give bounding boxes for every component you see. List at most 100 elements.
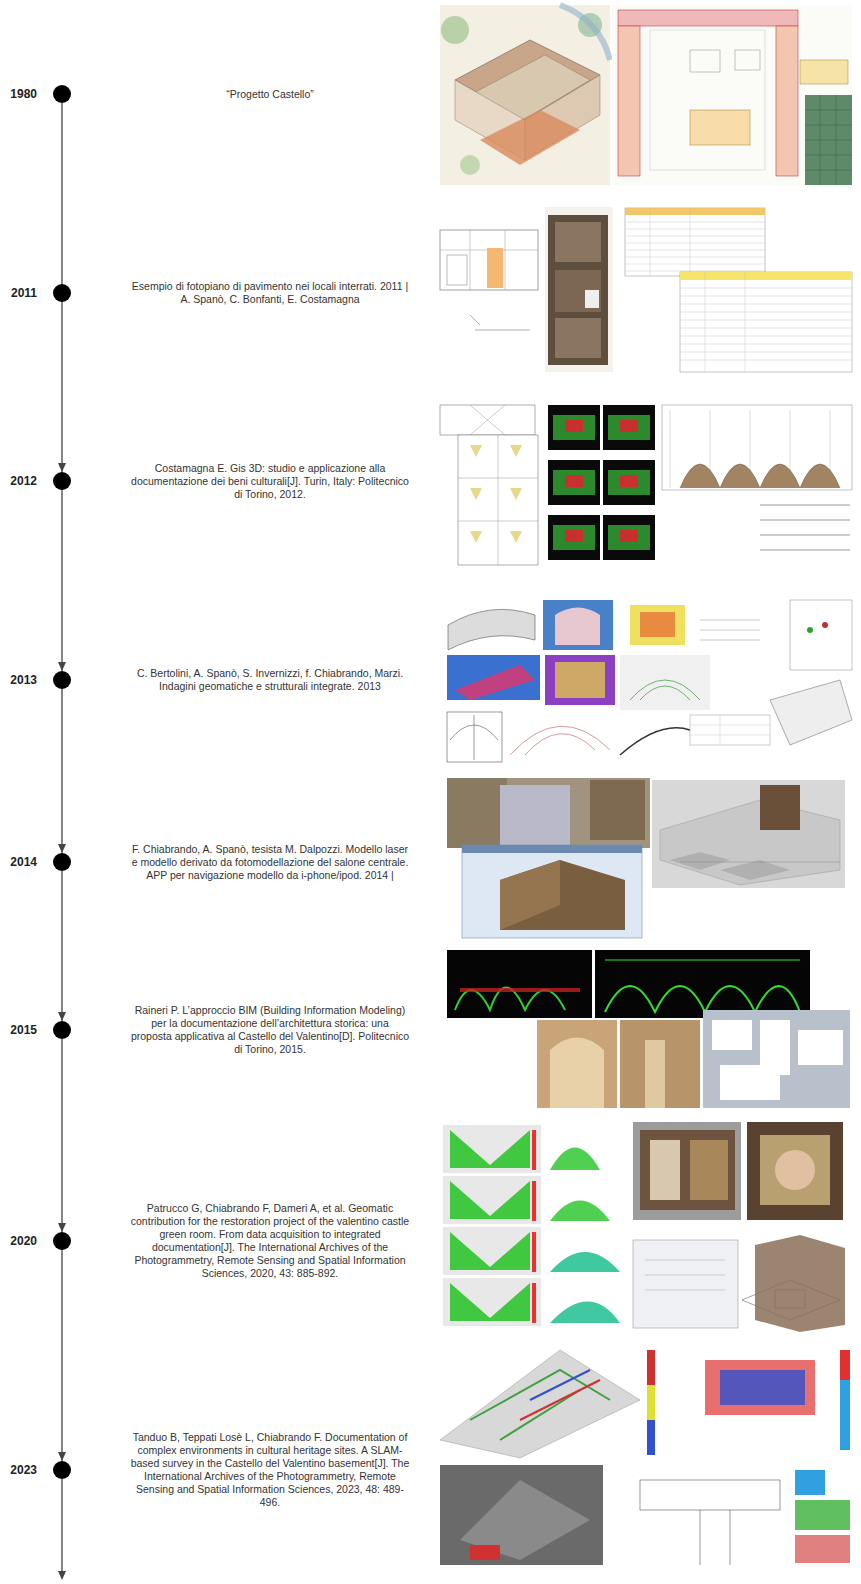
illustration-shape (590, 780, 645, 840)
arrow-head (58, 844, 66, 853)
illustration-shape (460, 155, 480, 175)
illustration-shape (555, 222, 601, 262)
illustration-shape (805, 95, 852, 185)
illustration-shape (795, 1535, 850, 1563)
illustration-shape (652, 780, 845, 888)
illustration-shape (548, 405, 655, 560)
illustration-shape (650, 30, 765, 170)
illustration-shape (662, 405, 852, 490)
illustration-shape (440, 1350, 640, 1458)
connector-line (61, 103, 62, 284)
illustration-shape (462, 845, 642, 853)
illustration-shape (640, 1130, 735, 1210)
timeline-connector (58, 871, 66, 1021)
illustration-shape (795, 1500, 850, 1530)
timeline-dot: 2011 (53, 284, 71, 302)
illustration-shape (840, 1350, 850, 1450)
illustration-shape (633, 1122, 741, 1220)
year-label: 2020 (10, 1234, 37, 1248)
illustration-shape (795, 1470, 825, 1495)
illustration-shape (543, 600, 613, 650)
year-label: 2011 (11, 286, 37, 300)
illustration-shape (61, 1479, 62, 1572)
connector-line (61, 1250, 62, 1461)
illustration-shape (545, 655, 615, 705)
illustration-shape (553, 525, 595, 550)
illustration-shape (555, 608, 600, 646)
reference-text: Patrucco G, Chiabrando F, Dameri A, et a… (130, 1202, 410, 1280)
connector-line (61, 1039, 62, 1232)
illustration-shape (460, 1480, 590, 1560)
timeline-connector (58, 689, 66, 853)
illustration-shape (690, 50, 720, 72)
illustration-shape (760, 785, 800, 830)
illustration-shape (822, 622, 828, 628)
reference-text: “Progetto Castello” (130, 88, 410, 101)
illustration-shape (450, 1181, 530, 1219)
timeline-connector (58, 490, 66, 671)
illustration-shape (487, 248, 503, 288)
illustration-shape (608, 525, 650, 550)
illustration-shape (530, 1370, 590, 1400)
illustration-shape (455, 665, 535, 700)
illustration-shape (532, 1130, 536, 1170)
illustration-shape (462, 845, 642, 938)
illustration-shape (605, 959, 800, 960)
photos-2015 (447, 950, 850, 1108)
timeline-dot: 2013 (53, 671, 71, 689)
illustration-shape (608, 415, 650, 440)
year-label: 1980 (10, 87, 37, 101)
reference-text: C. Bertolini, A. Spanò, S. Invernizzi, f… (130, 667, 410, 693)
illustration-shape (775, 1150, 815, 1190)
illustration-shape (458, 435, 538, 565)
illustration-shape (625, 208, 765, 215)
illustration-shape (630, 680, 700, 700)
illustration-shape (565, 475, 583, 487)
illustration-shape (712, 1020, 752, 1050)
illustration-shape (705, 1360, 815, 1415)
illustration-shape (460, 988, 580, 992)
timeline-dot: 1980 (53, 85, 71, 103)
illustration-shape (500, 860, 625, 930)
illustration-shape (680, 272, 852, 372)
illustration-shape (548, 515, 600, 560)
illustration-shape (612, 5, 852, 185)
illustration-shape (447, 255, 467, 285)
illustration-shape (720, 1370, 805, 1405)
illustration-shape (550, 1252, 620, 1272)
illustration-shape (680, 464, 840, 488)
illustration-shape (585, 290, 599, 308)
illustration-shape (660, 800, 840, 885)
timeline-connector (58, 1039, 66, 1232)
connector-line (61, 302, 62, 472)
illustration-shape (448, 609, 535, 650)
illustration-shape (470, 405, 505, 435)
illustration-shape (443, 1227, 541, 1275)
illustration-shape (645, 1040, 665, 1108)
reference-text: Raineri P. L’approccio BIM (Building Inf… (130, 1004, 410, 1056)
illustration-shape (548, 215, 608, 365)
year-label: 2015 (10, 1023, 37, 1037)
timeline-connector (58, 302, 66, 472)
illustration-shape (620, 530, 638, 542)
illustration-shape (440, 230, 538, 290)
photos-2012 (440, 405, 852, 565)
illustration-shape (605, 986, 800, 1012)
illustration-shape (645, 1260, 725, 1290)
illustration-shape (647, 1385, 655, 1420)
illustration-shape (670, 852, 790, 880)
illustration-shape (603, 460, 655, 505)
illustration-shape (680, 272, 852, 372)
illustration-shape (450, 1283, 530, 1321)
connector-line (61, 689, 62, 853)
reference-text: Costamagna E. Gis 3D: studio e applicazi… (130, 462, 410, 501)
illustration-shape (735, 50, 760, 70)
illustration-shape (443, 1125, 541, 1173)
illustration-shape (441, 16, 469, 44)
illustration-shape (458, 435, 538, 565)
photos-2013 (447, 600, 852, 762)
illustration-shape (532, 1181, 536, 1221)
arrow-head (58, 1223, 66, 1232)
